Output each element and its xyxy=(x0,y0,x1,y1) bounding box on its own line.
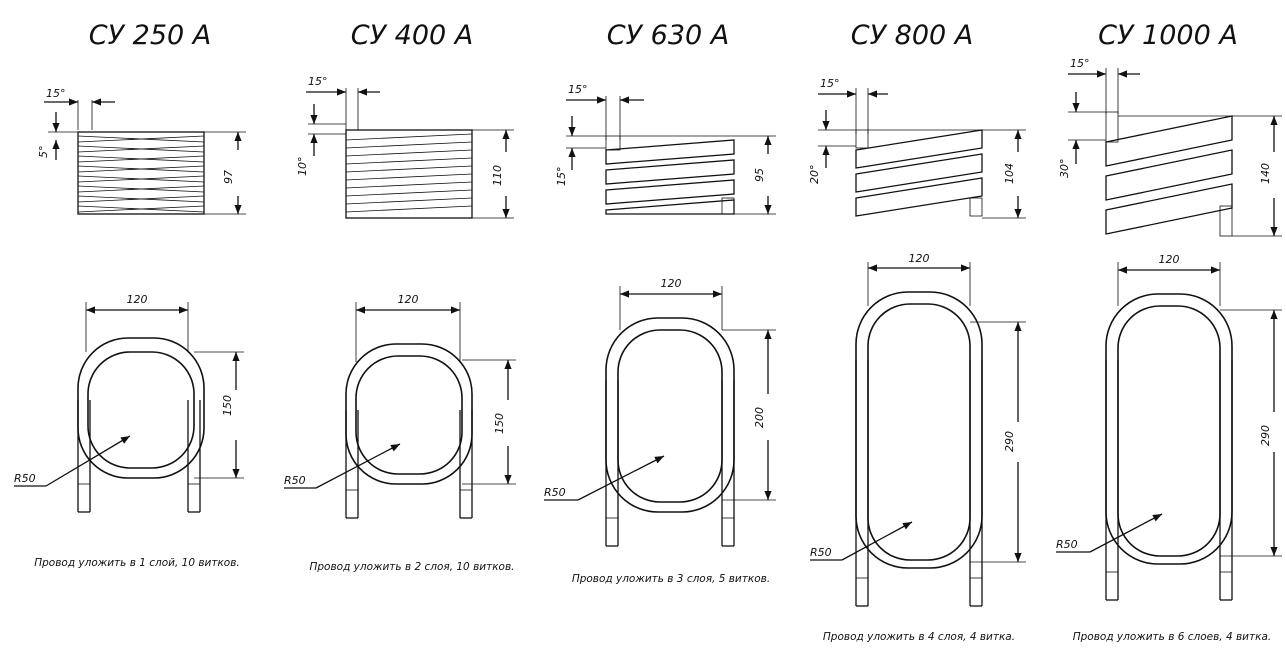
angle-side-label: 30° xyxy=(1058,159,1071,179)
winding-note: Провод уложить в 1 слой, 10 витков. xyxy=(34,557,240,569)
length-label: 290 xyxy=(1003,431,1016,452)
top-view: 120 290 R50 xyxy=(810,252,1026,607)
length-label: 290 xyxy=(1259,425,1272,446)
top-view: 120 290 R50 xyxy=(1056,253,1282,601)
radius-label: R50 xyxy=(284,474,306,487)
height-label: 104 xyxy=(1003,163,1016,184)
length-label: 150 xyxy=(493,413,506,434)
angle-side-label: 20° xyxy=(808,165,821,185)
angle-side-label: 5° xyxy=(37,146,50,159)
side-view: 15° 15° 95 xyxy=(555,83,776,215)
winding-note: Провод уложить в 3 слоя, 5 витков. xyxy=(572,573,770,585)
top-view: 120 150 R50 xyxy=(284,293,516,519)
width-label: 120 xyxy=(661,277,682,290)
height-label: 140 xyxy=(1259,163,1272,184)
panel-title: СУ 250 А xyxy=(89,20,211,51)
panel-title: СУ 400 А xyxy=(351,20,473,51)
angle-top-label: 15° xyxy=(568,83,588,96)
winding-note: Провод уложить в 4 слоя, 4 витка. xyxy=(823,631,1015,643)
winding-note: Провод уложить в 6 слоев, 4 витка. xyxy=(1073,631,1272,643)
length-label: 200 xyxy=(753,407,766,428)
width-label: 120 xyxy=(909,252,930,265)
side-view: 15° 10° 110 xyxy=(296,75,514,219)
angle-top-label: 15° xyxy=(308,75,328,88)
panel-su-630: СУ 630 А 15° 15° 95 xyxy=(544,20,776,585)
radius-label: R50 xyxy=(810,546,832,559)
panel-su-1000: СУ 1000 А 15° 30° 140 xyxy=(1056,20,1282,643)
height-label: 97 xyxy=(222,170,235,184)
radius-label: R50 xyxy=(1056,538,1078,551)
width-label: 120 xyxy=(398,293,419,306)
side-view: 15° 5° 97 xyxy=(37,87,246,215)
winding-note: Провод уложить в 2 слоя, 10 витков. xyxy=(309,561,514,573)
angle-top-label: 15° xyxy=(820,77,840,90)
length-label: 150 xyxy=(221,395,234,416)
side-view: 15° 30° 140 xyxy=(1058,57,1282,237)
angle-side-label: 15° xyxy=(555,167,568,187)
panel-su-800: СУ 800 А 15° 20° 104 xyxy=(808,20,1026,643)
angle-side-label: 10° xyxy=(296,157,309,177)
width-label: 120 xyxy=(127,293,148,306)
height-label: 95 xyxy=(753,168,766,182)
panel-title: СУ 800 А xyxy=(851,20,973,51)
panel-title: СУ 1000 А xyxy=(1098,20,1238,51)
radius-label: R50 xyxy=(544,486,566,499)
panel-title: СУ 630 А xyxy=(607,20,729,51)
width-label: 120 xyxy=(1159,253,1180,266)
panel-su-250: СУ 250 А 15° 5° xyxy=(14,20,246,569)
height-label: 110 xyxy=(491,165,504,186)
top-view: 120 150 R50 xyxy=(14,293,244,513)
panel-su-400: СУ 400 А 15° 10° 110 xyxy=(284,20,516,573)
side-view: 15° 20° 104 xyxy=(808,77,1026,219)
radius-label: R50 xyxy=(14,472,36,485)
angle-top-label: 15° xyxy=(46,87,66,100)
top-view: 120 200 R50 xyxy=(544,277,776,547)
angle-top-label: 15° xyxy=(1070,57,1090,70)
